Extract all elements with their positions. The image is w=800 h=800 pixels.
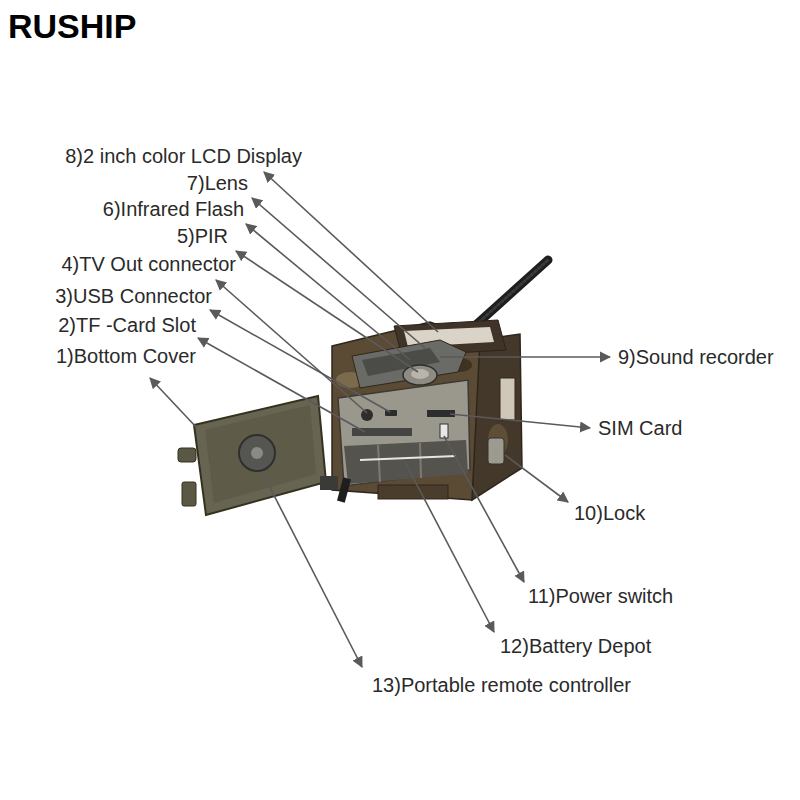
brand-watermark: RUSHIP (8, 6, 136, 46)
tv-out-port (361, 409, 373, 421)
bottom-cover-inner (205, 405, 316, 503)
leader-line (450, 414, 590, 428)
callout-label: 1)Bottom Cover (56, 344, 196, 368)
side-window (500, 378, 515, 420)
battery-spring (360, 456, 456, 460)
callout-label: 2)TF -Card Slot (58, 313, 196, 337)
leader-line (150, 378, 197, 428)
infrared-flash-panel (352, 340, 466, 388)
leader-line (246, 224, 410, 360)
leader-line (252, 198, 425, 348)
lock-latch (488, 438, 504, 464)
remote-button (251, 447, 263, 459)
leader-line (216, 280, 367, 413)
hinge (320, 476, 338, 490)
callout-label: 9)Sound recorder (618, 345, 774, 369)
open-compartment (338, 380, 470, 486)
leader-line (210, 310, 390, 412)
battery-divider (378, 445, 380, 482)
callout-label: 8)2 inch color LCD Display (65, 144, 302, 168)
callout-label: 4)TV Out connector (61, 252, 236, 276)
bottom-cover (194, 396, 326, 515)
pir-dome (403, 365, 437, 385)
leader-line (505, 455, 568, 502)
callout-label: SIM Card (598, 416, 682, 440)
leader-line (264, 172, 438, 332)
callout-label: 6)Infrared Flash (103, 197, 244, 221)
pir-lens (411, 369, 429, 379)
cover-tab (178, 448, 196, 462)
callout-label: 7)Lens (187, 171, 248, 195)
callout-label: 11)Power switch (528, 584, 673, 608)
leader-line (440, 356, 610, 358)
housing-body (332, 322, 480, 500)
leader-line (236, 251, 418, 372)
battery-divider (420, 443, 421, 478)
callout-label: 13)Portable remote controller (372, 673, 631, 697)
remote-controller (239, 435, 275, 471)
cover-tab (182, 482, 196, 506)
cover-strap (337, 477, 351, 502)
leader-line (198, 338, 365, 432)
bottom-base (378, 485, 448, 499)
power-switch (440, 424, 448, 438)
leader-line (405, 462, 494, 632)
leader-line (262, 472, 362, 667)
callout-label: 10)Lock (574, 501, 645, 525)
callout-label: 12)Battery Depot (500, 634, 651, 658)
callout-label: 5)PIR (177, 224, 228, 248)
callout-label: 3)USB Connector (55, 284, 212, 308)
